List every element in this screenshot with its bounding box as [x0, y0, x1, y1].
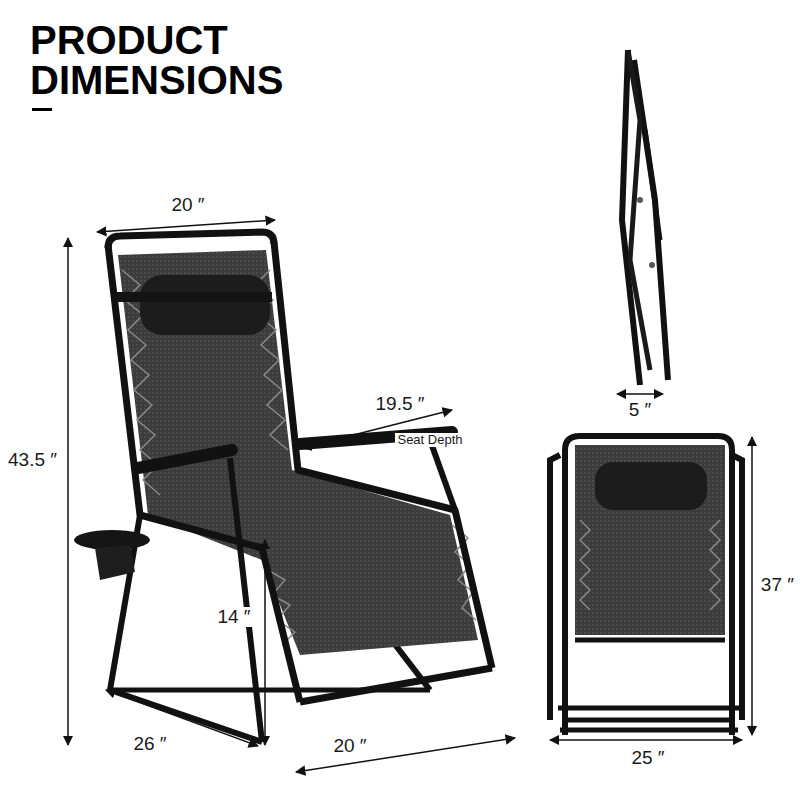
dimension-label: 5 ″: [627, 400, 654, 421]
folded-front-view: [550, 436, 742, 735]
main-chair: [74, 232, 492, 742]
page-title: PRODUCT DIMENSIONS: [30, 20, 330, 100]
dimension-label: 43.5 ″: [6, 450, 59, 471]
dimension-label: 26 ″: [131, 734, 168, 755]
dimension-label: 37 ″: [759, 575, 796, 596]
dimension-label: 14 ″: [215, 607, 252, 628]
dimension-label: 20 ″: [169, 195, 206, 216]
dimension-lines: [68, 220, 752, 772]
dimension-label: 25 ″: [629, 748, 666, 769]
dimension-label: 19.5 ″: [374, 394, 427, 415]
dimension-label: Seat Depth: [395, 433, 464, 447]
title-dash: [32, 108, 52, 111]
dimension-label: 20 ″: [331, 736, 368, 757]
folded-side-view: [622, 50, 668, 385]
